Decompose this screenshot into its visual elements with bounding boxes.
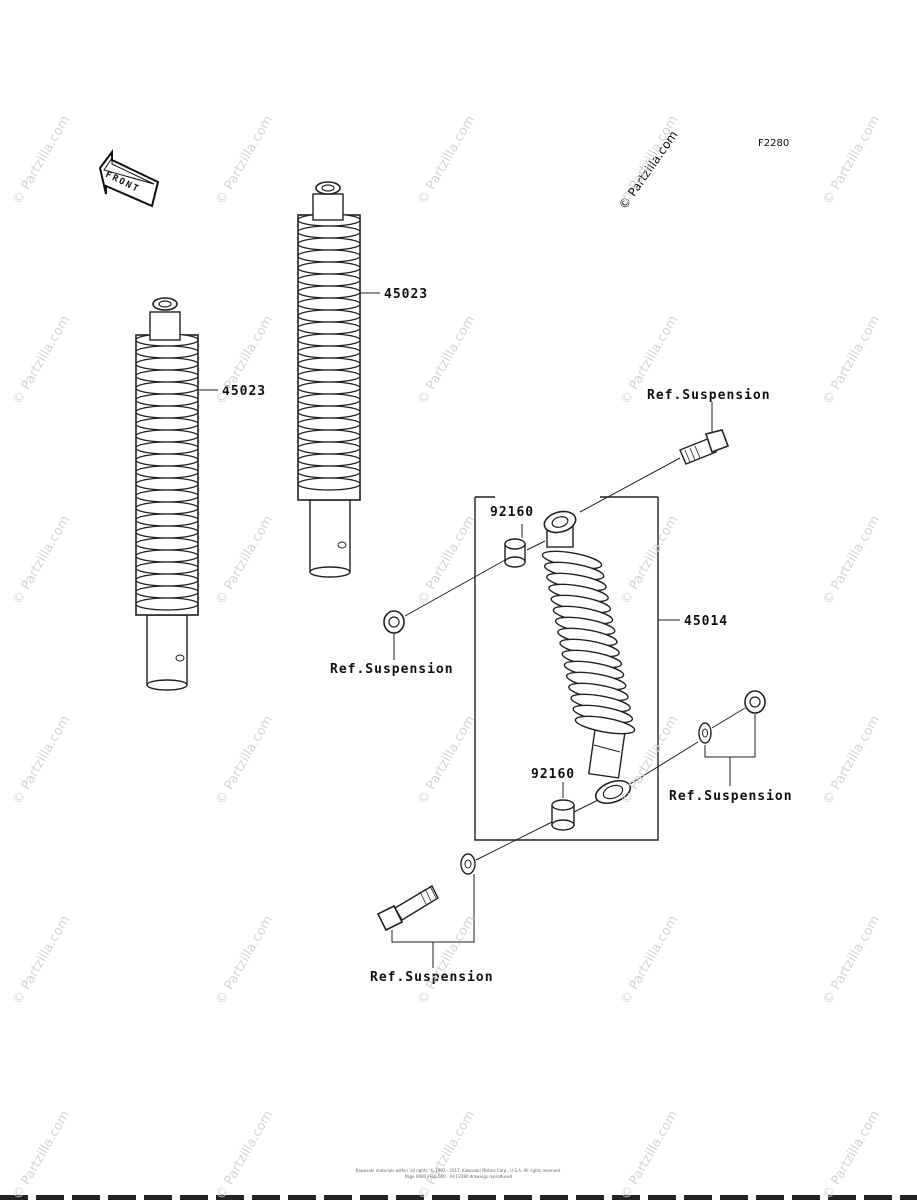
- spring-coil: [135, 465, 199, 479]
- spring-coil: [297, 237, 361, 251]
- ref-suspension-bottom: Ref.Suspension: [370, 970, 494, 985]
- bolt-bottom: [376, 885, 439, 932]
- spring-coil: [297, 405, 361, 419]
- strip-segment: [0, 1195, 28, 1200]
- strip-segment: [648, 1195, 676, 1200]
- shock-absorber: [474, 496, 680, 841]
- strip-segment: [144, 1195, 172, 1200]
- spring-coil: [135, 357, 199, 371]
- strip-segment: [180, 1195, 208, 1200]
- spring-coil: [135, 369, 199, 383]
- part-number-bushing-bottom: 92160: [531, 767, 576, 782]
- spring-coil: [297, 453, 361, 467]
- spring-coil: [297, 309, 361, 323]
- spring-coil: [297, 441, 361, 455]
- spring-coil: [297, 429, 361, 443]
- strip-segment: [540, 1195, 568, 1200]
- spring-coil: [297, 393, 361, 407]
- washer-right: [698, 722, 712, 744]
- spring-coil: [297, 369, 361, 383]
- spring-coil: [135, 381, 199, 395]
- spring-coil: [297, 465, 361, 479]
- spring-coil: [297, 249, 361, 263]
- footer-line-1: Kawasaki materials within 'all rights' ©…: [355, 1168, 562, 1173]
- spring-coil: [135, 429, 199, 443]
- spring-coil: [135, 405, 199, 419]
- strip-segment: [900, 1195, 917, 1200]
- strip-segment: [324, 1195, 352, 1200]
- strip-segment: [864, 1195, 892, 1200]
- strip-segment: [396, 1195, 424, 1200]
- strip-segment: [216, 1195, 244, 1200]
- strip-segment: [108, 1195, 136, 1200]
- nut-right: [744, 690, 766, 714]
- bushing-top: [504, 538, 526, 568]
- strip-segment: [432, 1195, 460, 1200]
- spring-coil: [297, 225, 361, 239]
- bolt-top: [679, 429, 730, 465]
- diagram-code: F2280: [758, 138, 790, 149]
- spring-coil: [135, 513, 199, 527]
- strip-segment: [504, 1195, 532, 1200]
- spring-coil: [135, 345, 199, 359]
- strip-segment: [72, 1195, 100, 1200]
- spring-coil: [297, 273, 361, 287]
- strip-segment: [252, 1195, 280, 1200]
- spring-coil: [297, 381, 361, 395]
- bottom-strip: [0, 1195, 917, 1200]
- part-number-spring-mid: 45023: [384, 287, 429, 302]
- spring-coil: [135, 393, 199, 407]
- strip-segment: [756, 1195, 784, 1200]
- spring-coil: [135, 501, 199, 515]
- part-number-shock-absorber: 45014: [684, 614, 729, 629]
- ref-suspension-top: Ref.Suspension: [647, 388, 771, 403]
- spring-coil: [135, 561, 199, 575]
- part-number-spring-left: 45023: [222, 384, 267, 399]
- spring-coil: [135, 441, 199, 455]
- spring-coil: [135, 549, 199, 563]
- strip-segment: [468, 1195, 496, 1200]
- spring-coil: [297, 285, 361, 299]
- spring-coil: [135, 489, 199, 503]
- strip-segment: [612, 1195, 640, 1200]
- spring-coil: [297, 417, 361, 431]
- spring-coil: [297, 261, 361, 275]
- part-number-bushing-top: 92160: [490, 505, 535, 520]
- strip-segment: [720, 1195, 748, 1200]
- spring-coil: [135, 597, 199, 611]
- ref-suspension-left: Ref.Suspension: [330, 662, 454, 677]
- spring-left: [135, 297, 218, 691]
- bushing-bottom: [551, 799, 575, 831]
- strip-segment: [684, 1195, 712, 1200]
- spring-coil: [297, 357, 361, 371]
- spring-coil: [135, 453, 199, 467]
- spring-mid: [297, 181, 380, 578]
- spring-coil: [135, 585, 199, 599]
- spring-coil: [297, 345, 361, 359]
- spring-coil: [297, 333, 361, 347]
- nut-left: [383, 610, 405, 634]
- front-arrow-icon: [98, 149, 160, 208]
- washer-bottom: [460, 853, 476, 875]
- strip-segment: [792, 1195, 820, 1200]
- spring-coil: [135, 477, 199, 491]
- strip-segment: [828, 1195, 856, 1200]
- shock-coil: [574, 715, 636, 735]
- spring-coil: [135, 573, 199, 587]
- spring-coil: [135, 525, 199, 539]
- spring-coil: [135, 417, 199, 431]
- strip-segment: [360, 1195, 388, 1200]
- spring-coil: [297, 477, 361, 491]
- spring-coil: [297, 321, 361, 335]
- strip-segment: [576, 1195, 604, 1200]
- spring-coil: [135, 537, 199, 551]
- footer-line-2: Page 0000 | Fig. 000 - All F2280 drawing…: [404, 1174, 513, 1179]
- ref-leader-lines: [391, 402, 756, 968]
- strip-segment: [288, 1195, 316, 1200]
- spring-coil: [297, 297, 361, 311]
- ref-suspension-right: Ref.Suspension: [669, 789, 793, 804]
- assembly-lines: [404, 457, 746, 861]
- strip-segment: [36, 1195, 64, 1200]
